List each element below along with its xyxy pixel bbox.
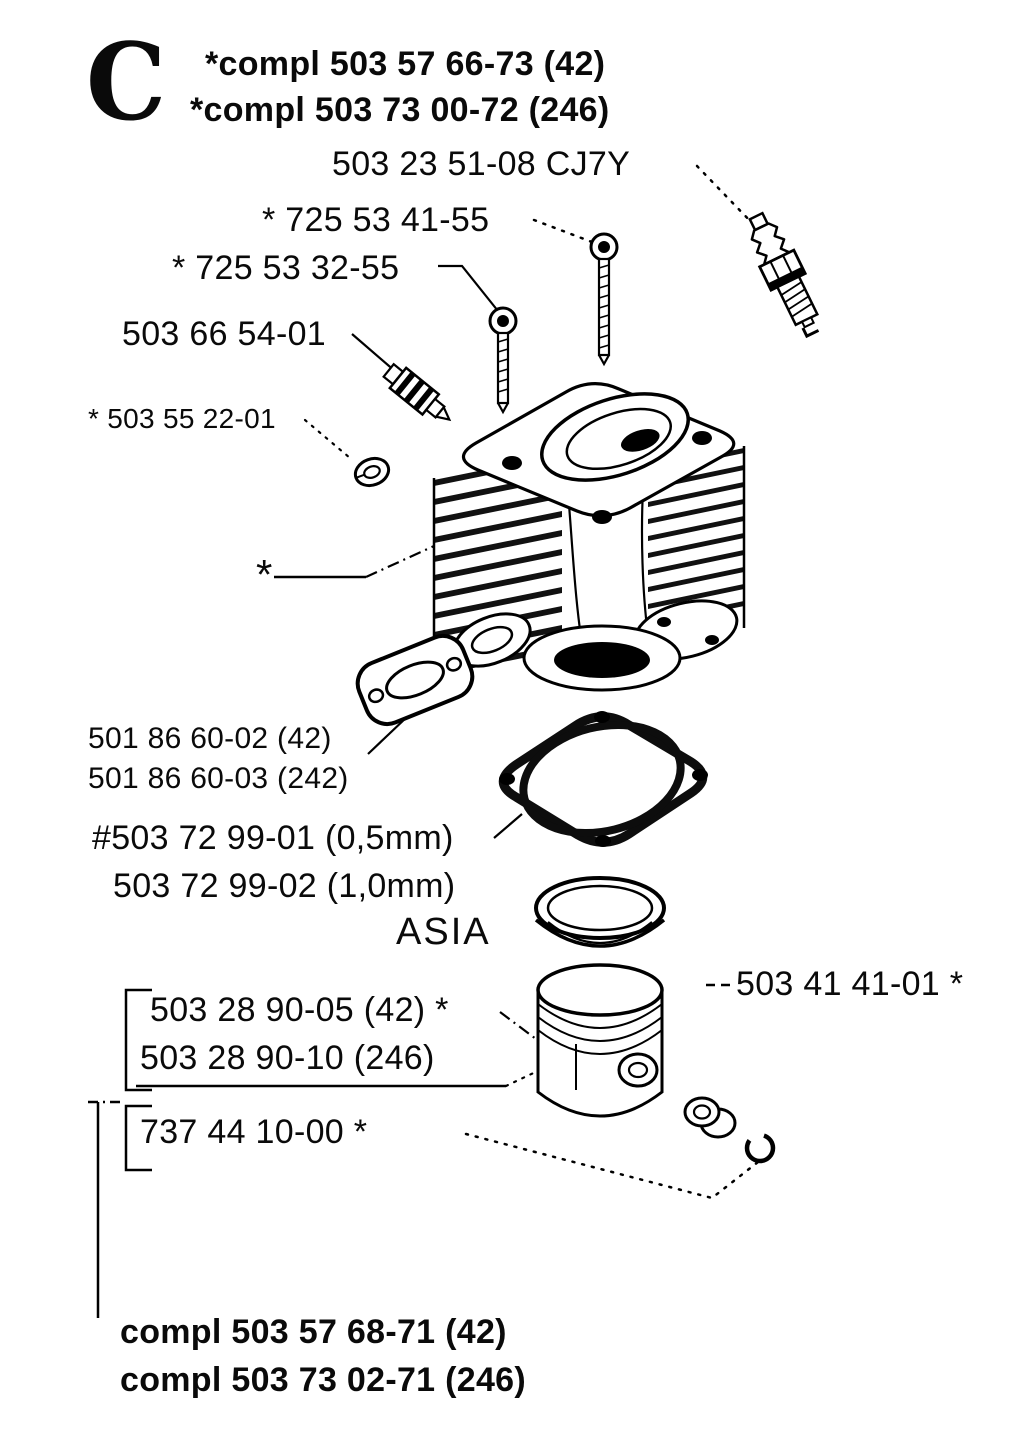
leader-piston-dash	[499, 1011, 541, 1043]
label-cylinder-marker: *	[256, 551, 273, 598]
leader-exhaust-gasket	[367, 715, 409, 755]
sealing-plug-illustration	[353, 456, 391, 488]
label-cylinder-gasket-10mm: 503 72 99-02 (1,0mm)	[113, 867, 456, 905]
pin-bracket	[124, 1104, 152, 1172]
leader-cylinder-dash	[365, 544, 435, 579]
label-screw-short: * 725 53 32-55	[172, 249, 400, 287]
flange-bolt-hole-1	[657, 617, 671, 627]
label-piston-246: 503 28 90-10 (246)	[140, 1039, 435, 1077]
leader-decomp-valve	[351, 333, 397, 373]
top-bolt-hole-1	[502, 456, 522, 470]
bracket-lines	[88, 988, 152, 1318]
screw-long-illustration	[589, 232, 619, 367]
section-letter: C	[86, 19, 167, 144]
label-compl-bottom-2: compl 503 73 02-71 (246)	[120, 1361, 526, 1399]
cylinder-illustration	[432, 382, 746, 692]
piston-ring-set-illustration	[534, 876, 666, 948]
piston-illustration	[536, 963, 664, 1118]
cylinder-bore-bottom	[554, 642, 650, 678]
circlip-illustration	[744, 1132, 776, 1164]
label-piston-pin: 737 44 10-00 *	[140, 1113, 368, 1151]
label-compl-top-1: *compl 503 57 66-73 (42)	[205, 45, 606, 83]
leader-sealing-plug	[303, 418, 352, 460]
label-compl-bottom-1: compl 503 57 68-71 (42)	[120, 1313, 507, 1351]
label-cylinder-gasket-05mm: #503 72 99-01 (0,5mm)	[92, 819, 454, 857]
label-sealing-plug: * 503 55 22-01	[88, 403, 276, 434]
leader-lines	[136, 164, 760, 1200]
leader-screw-long	[532, 218, 594, 244]
screw-short-illustration	[488, 306, 518, 415]
top-bolt-hole-2	[692, 431, 712, 445]
label-piston-42: 503 28 90-05 (42) *	[150, 991, 449, 1029]
label-circlip: 503 41 41-01 *	[736, 965, 964, 1003]
flange-bolt-hole-2	[705, 635, 719, 645]
exhaust-gasket-illustration	[355, 633, 475, 727]
spark-plug-illustration	[748, 211, 820, 339]
piston-bracket	[124, 988, 152, 1092]
base-gasket-illustration	[498, 711, 708, 847]
leader-spark-plug	[695, 164, 757, 228]
label-exhaust-gasket-42: 501 86 60-02 (42)	[88, 722, 332, 755]
decompression-valve-illustration	[382, 362, 452, 422]
cylinder-bore-top	[540, 392, 690, 482]
label-screw-long: * 725 53 41-55	[262, 201, 490, 239]
label-compl-top-2: *compl 503 73 00-72 (246)	[190, 91, 610, 129]
label-spark-plug: 503 23 51-08 CJ7Y	[332, 145, 631, 183]
label-decompression-valve: 503 66 54-01	[122, 315, 326, 353]
label-exhaust-gasket-242: 501 86 60-03 (242)	[88, 762, 349, 795]
leader-base-gasket	[493, 813, 523, 839]
piston-pin-illustration	[683, 1096, 737, 1139]
leader-screw-short	[438, 264, 503, 317]
leader-piston-pin	[464, 1132, 760, 1200]
top-bolt-hole-3	[592, 510, 612, 524]
label-region-asia: ASIA	[396, 911, 491, 953]
